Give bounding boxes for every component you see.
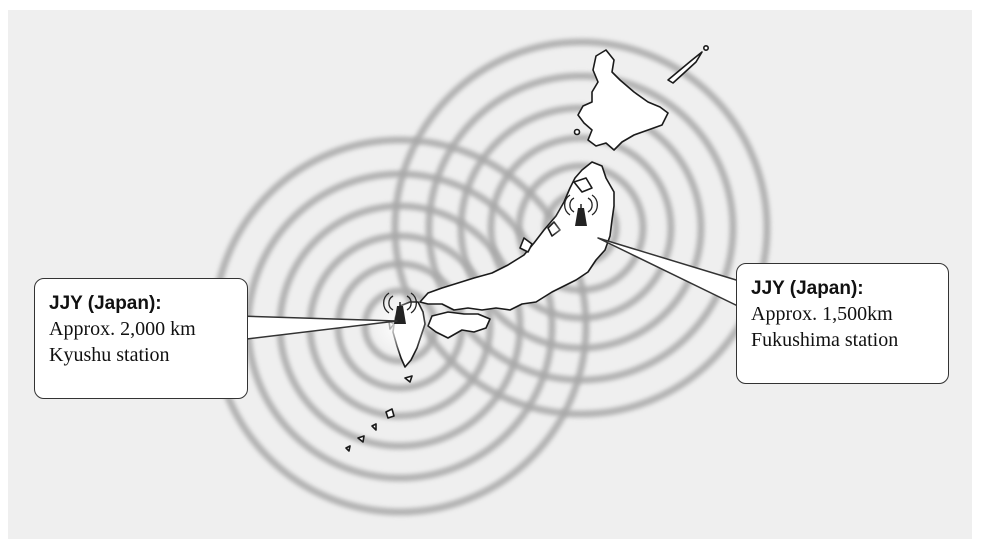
kyushu-station-callout: JJY (Japan): Approx. 2,000 km Kyushu sta… [34, 278, 248, 399]
station-name: Fukushima station [751, 329, 899, 351]
coverage-map [210, 38, 771, 516]
fukushima-station-callout: JJY (Japan): Approx. 1,500km Fukushima s… [736, 263, 949, 384]
radio-tower-icon [564, 194, 598, 226]
station-range: Approx. 1,500km [751, 303, 893, 325]
radio-tower-icon [383, 292, 417, 324]
shikoku-island [427, 311, 491, 339]
diagram-canvas: JJY (Japan): Approx. 2,000 km Kyushu sta… [8, 10, 972, 539]
station-title: JJY (Japan): [751, 278, 864, 299]
station-name: Kyushu station [49, 344, 170, 366]
station-range: Approx. 2,000 km [49, 318, 196, 340]
hokkaido-island [577, 49, 669, 151]
station-title: JJY (Japan): [49, 293, 162, 314]
